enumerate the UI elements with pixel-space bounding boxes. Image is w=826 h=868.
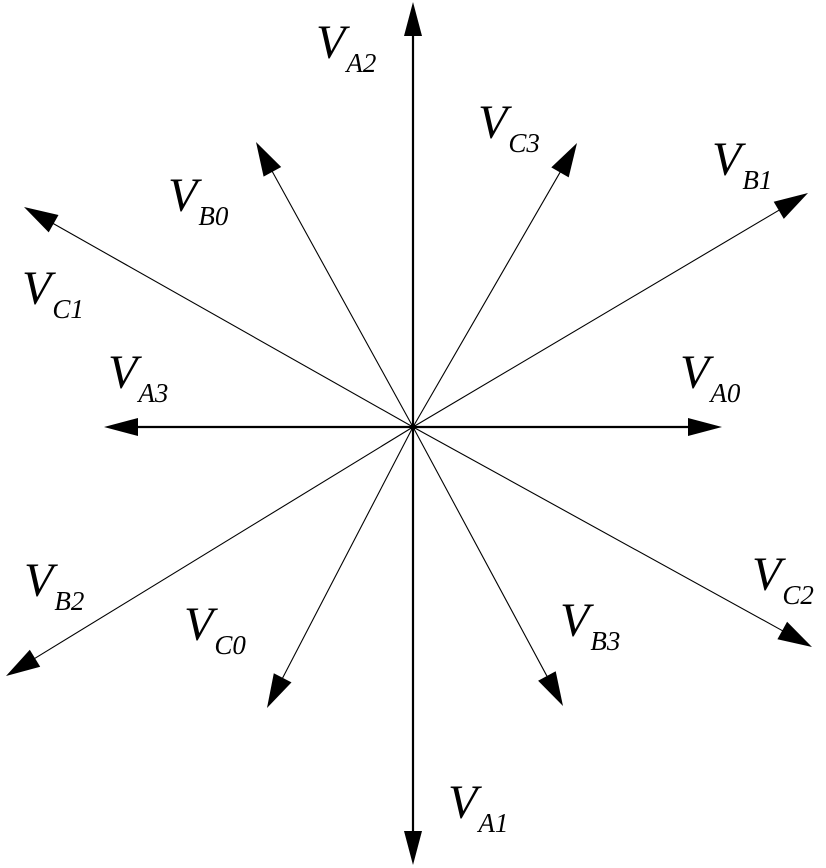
vector-label-letter: V [752,548,786,601]
vector-label-letter: V [316,16,350,69]
vector-b2-shaft [33,426,414,660]
vector-label-subscript: C3 [508,128,540,158]
vector-c1-arrowhead-icon [24,207,59,233]
vector-b1: VB1 [412,133,808,428]
vector-label-subscript: C1 [52,294,84,324]
vector-b0-arrowhead-icon [256,142,282,177]
vector-c2-arrowhead-icon [777,621,812,647]
vector-label-letter: V [108,346,142,399]
vector-c0-label: VC0 [184,598,246,660]
vector-label-letter: V [478,96,512,149]
origin-point [410,424,416,430]
vector-label-letter: V [448,776,482,829]
vector-c2-shaft [412,426,785,633]
vector-label-subscript: B3 [590,626,620,656]
vector-a0: VA0 [413,346,741,436]
vector-a1: VA1 [404,427,508,865]
vector-b3: VB3 [412,426,620,706]
vector-c0: VC0 [184,426,414,708]
vector-label-letter: V [680,346,714,399]
vector-b3-arrowhead-icon [538,671,563,706]
vector-b3-shaft [412,426,549,679]
vector-label-subscript: B1 [742,165,772,195]
vector-label-subscript: C0 [214,630,246,660]
vector-a2-label: VA2 [316,16,376,78]
vector-b0-shaft [270,169,414,428]
vector-c3: VC3 [412,96,577,428]
vector-c1-shaft [51,222,414,428]
vector-label-letter: V [22,262,56,315]
vector-b1-arrowhead-icon [773,193,808,219]
vector-c3-label: VC3 [478,96,540,158]
vector-c0-arrowhead-icon [267,673,292,708]
vector-a2-arrowhead-icon [404,2,422,36]
vector-label-subscript: A3 [136,378,168,408]
vector-a1-arrowhead-icon [404,831,422,865]
vector-b1-label: VB1 [712,133,772,195]
vector-label-letter: V [184,598,218,651]
vector-label-subscript: A1 [476,808,508,838]
vector-a2: VA2 [316,2,422,427]
vector-c0-shaft [281,426,414,680]
vector-a3-label: VA3 [108,346,168,408]
vector-a3: VA3 [104,346,413,436]
vector-label-letter: V [24,554,58,607]
vector-b0: VB0 [168,142,414,428]
vector-b3-label: VB3 [560,594,620,656]
vector-label-subscript: A2 [344,48,376,78]
vector-label-letter: V [712,133,746,186]
vector-label-subscript: B2 [54,586,84,616]
vector-c2-label: VC2 [752,548,814,610]
vector-label-letter: V [560,594,594,647]
vector-c1-label: VC1 [22,262,84,324]
vector-a3-arrowhead-icon [104,418,138,436]
vector-label-subscript: C2 [782,580,814,610]
vector-b0-label: VB0 [168,169,229,231]
vector-c1: VC1 [22,207,414,428]
vector-label-subscript: B0 [198,201,228,231]
vector-c3-shaft [412,170,562,428]
vector-b2-arrowhead-icon [6,649,41,676]
vector-b2: VB2 [6,426,414,676]
vector-a0-arrowhead-icon [688,418,722,436]
vector-label-subscript: A0 [708,378,740,408]
vector-b2-label: VB2 [24,554,84,616]
vector-c3-arrowhead-icon [551,143,577,178]
vector-label-letter: V [168,169,202,222]
vector-b1-shaft [412,208,781,428]
vector-c2: VC2 [412,426,814,647]
vector-a1-label: VA1 [448,776,508,838]
vector-a0-label: VA0 [680,346,741,408]
